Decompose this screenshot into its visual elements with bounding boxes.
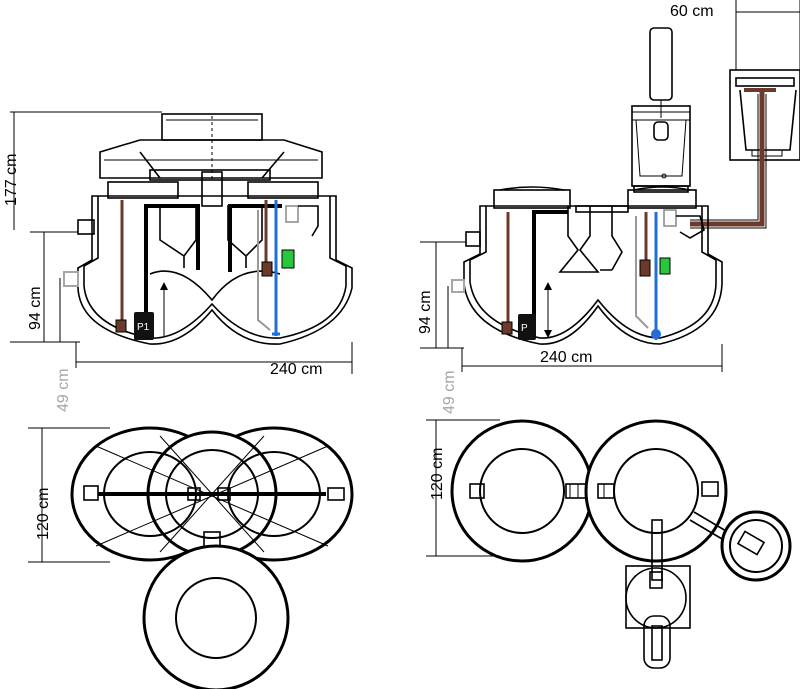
right-dimensions — [420, 241, 723, 372]
right-pump: P — [518, 314, 536, 340]
right-tank-body — [463, 186, 723, 345]
left-height-total-label: 177 cm — [3, 154, 20, 206]
left-lid — [99, 113, 323, 181]
right-filter-column — [631, 27, 691, 193]
left-tank-body — [77, 171, 353, 345]
right-side-view: P — [420, 0, 800, 372]
left-side-view: P1 177 cm 94 cm 49 cm 240 cm — [3, 111, 353, 412]
left-pipes — [115, 200, 319, 336]
left-inlet-box — [77, 219, 95, 235]
left-level-arrow — [160, 282, 168, 336]
right-pump-label: P — [521, 323, 528, 334]
right-inlet-box — [465, 231, 481, 247]
right-height-lower-label: 94 cm — [417, 290, 434, 334]
right-hopper — [729, 69, 800, 161]
right-top-width-label-120: 120 cm — [429, 448, 446, 500]
right-level-arrow — [544, 282, 552, 338]
right-outlet-box-grey — [451, 279, 465, 293]
left-outlet-box-grey — [63, 271, 79, 287]
left-top-view — [28, 426, 354, 689]
right-top-view — [426, 419, 792, 669]
left-width-label: 240 cm — [270, 361, 322, 378]
left-pump: P1 — [134, 312, 154, 340]
right-top-width-label: 60 cm — [670, 3, 714, 20]
right-width-label: 240 cm — [540, 349, 592, 366]
right-pipes — [501, 209, 705, 340]
left-top-width-label: 120 cm — [35, 488, 52, 540]
left-dimensions — [10, 111, 353, 374]
left-height-lower-label: 94 cm — [27, 286, 44, 330]
left-pump-label: P1 — [137, 322, 150, 333]
left-height-inlet-label: 49 cm — [55, 368, 72, 412]
right-height-inlet-label: 49 cm — [441, 370, 458, 414]
right-brown-pipe — [690, 92, 765, 227]
